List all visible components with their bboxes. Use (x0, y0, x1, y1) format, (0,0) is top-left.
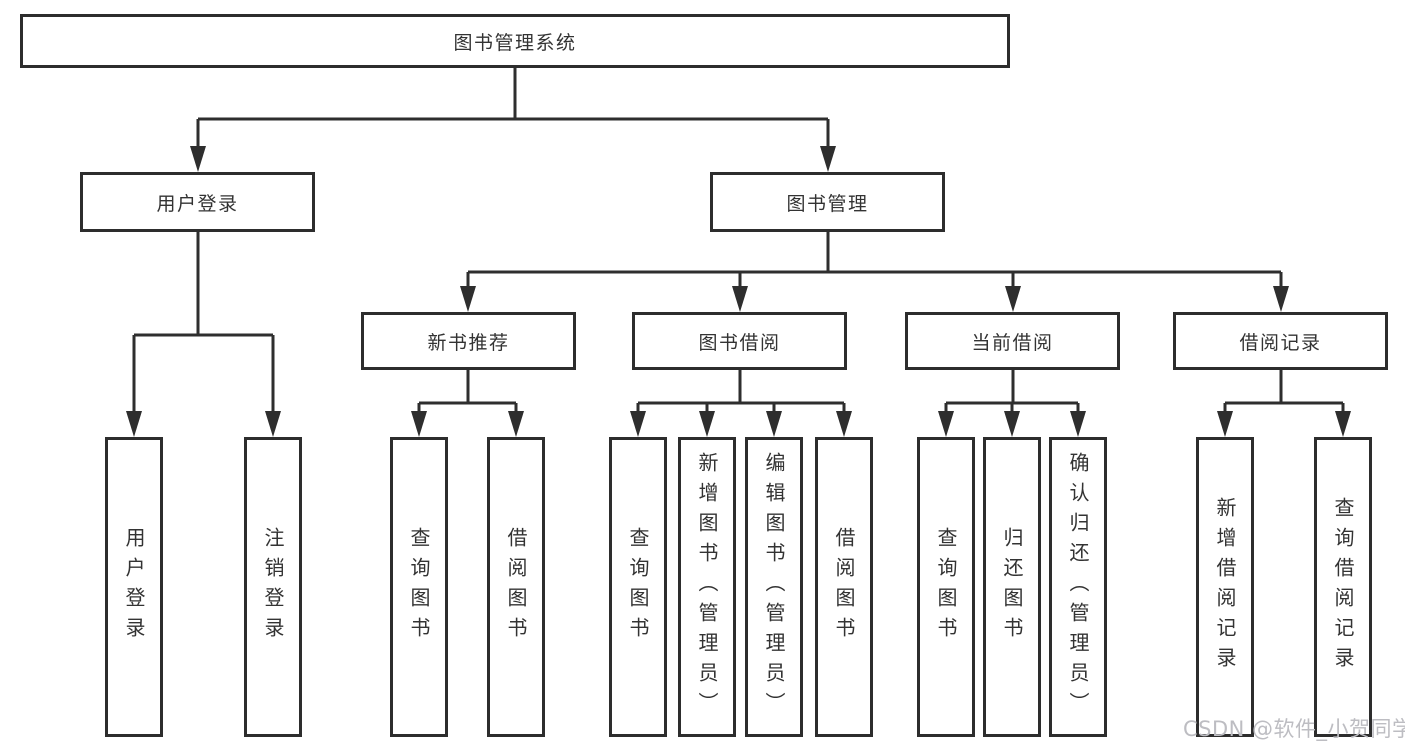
arrow-down-icon (938, 411, 954, 437)
node-root-label: 图书管理系统 (453, 31, 577, 54)
arrow-down-icon (1004, 411, 1020, 437)
csdn-watermark: CSDN @软件_小贺同学 (1183, 717, 1405, 741)
arrow-down-icon (1005, 286, 1021, 312)
arrow-down-icon (411, 411, 427, 437)
arrow-down-icon (1217, 411, 1233, 437)
node-label: 借阅图书 (504, 527, 528, 647)
arrow-down-icon (836, 411, 852, 437)
node-login: 用户登录 (105, 437, 163, 737)
node-label: 新增图书（管理员） (695, 452, 719, 722)
node-confirm-return-admin: 确认归还（管理员） (1049, 437, 1107, 737)
arrow-down-icon (630, 411, 646, 437)
node-label: 用户登录 (122, 527, 146, 647)
node-label: 图书借阅 (698, 331, 781, 354)
node-label: 当前借阅 (971, 331, 1054, 354)
arrow-down-icon (126, 411, 142, 437)
node-query-books-current: 查询图书 (917, 437, 975, 737)
node-label: 查询图书 (407, 527, 431, 647)
arrow-down-icon (1335, 411, 1351, 437)
node-label: 借阅图书 (832, 527, 856, 647)
node-label: 新书推荐 (427, 331, 510, 354)
tree-wires (132, 68, 1345, 415)
arrow-down-icon (766, 411, 782, 437)
node-label: 编辑图书（管理员） (762, 452, 786, 722)
node-label: 图书管理 (786, 192, 869, 215)
arrow-down-icon (265, 411, 281, 437)
node-new-book-recommend: 新书推荐 (361, 312, 576, 370)
node-label: 查询借阅记录 (1331, 497, 1355, 677)
node-label: 注销登录 (261, 527, 285, 647)
arrow-down-icon (820, 146, 836, 172)
node-current-borrow: 当前借阅 (905, 312, 1120, 370)
node-logout: 注销登录 (244, 437, 302, 737)
node-book-management: 图书管理 (710, 172, 945, 232)
node-label: 用户登录 (156, 192, 239, 215)
node-add-borrow-record: 新增借阅记录 (1196, 437, 1254, 737)
node-edit-books-admin: 编辑图书（管理员） (745, 437, 803, 737)
node-label: 新增借阅记录 (1213, 497, 1237, 677)
arrow-down-icon (190, 146, 206, 172)
arrow-down-icon (732, 286, 748, 312)
arrow-down-icon (1273, 286, 1289, 312)
arrow-down-icon (699, 411, 715, 437)
arrow-down-icon (508, 411, 524, 437)
node-query-books-borrow: 查询图书 (609, 437, 667, 737)
node-return-books: 归还图书 (983, 437, 1041, 737)
node-query-borrow-record: 查询借阅记录 (1314, 437, 1372, 737)
node-label: 归还图书 (1000, 527, 1024, 647)
node-user-login: 用户登录 (80, 172, 315, 232)
node-book-borrow: 图书借阅 (632, 312, 847, 370)
node-label: 确认归还（管理员） (1066, 452, 1090, 722)
node-label: 查询图书 (626, 527, 650, 647)
node-add-books-admin: 新增图书（管理员） (678, 437, 736, 737)
node-borrow-books: 借阅图书 (815, 437, 873, 737)
node-borrow-records: 借阅记录 (1173, 312, 1388, 370)
node-label: 查询图书 (934, 527, 958, 647)
node-query-books-recommend: 查询图书 (390, 437, 448, 737)
arrow-down-icon (460, 286, 476, 312)
node-root: 图书管理系统 (20, 14, 1010, 68)
node-label: 借阅记录 (1239, 331, 1322, 354)
arrowheads (126, 146, 1351, 437)
arrow-down-icon (1070, 411, 1086, 437)
node-borrow-books-recommend: 借阅图书 (487, 437, 545, 737)
